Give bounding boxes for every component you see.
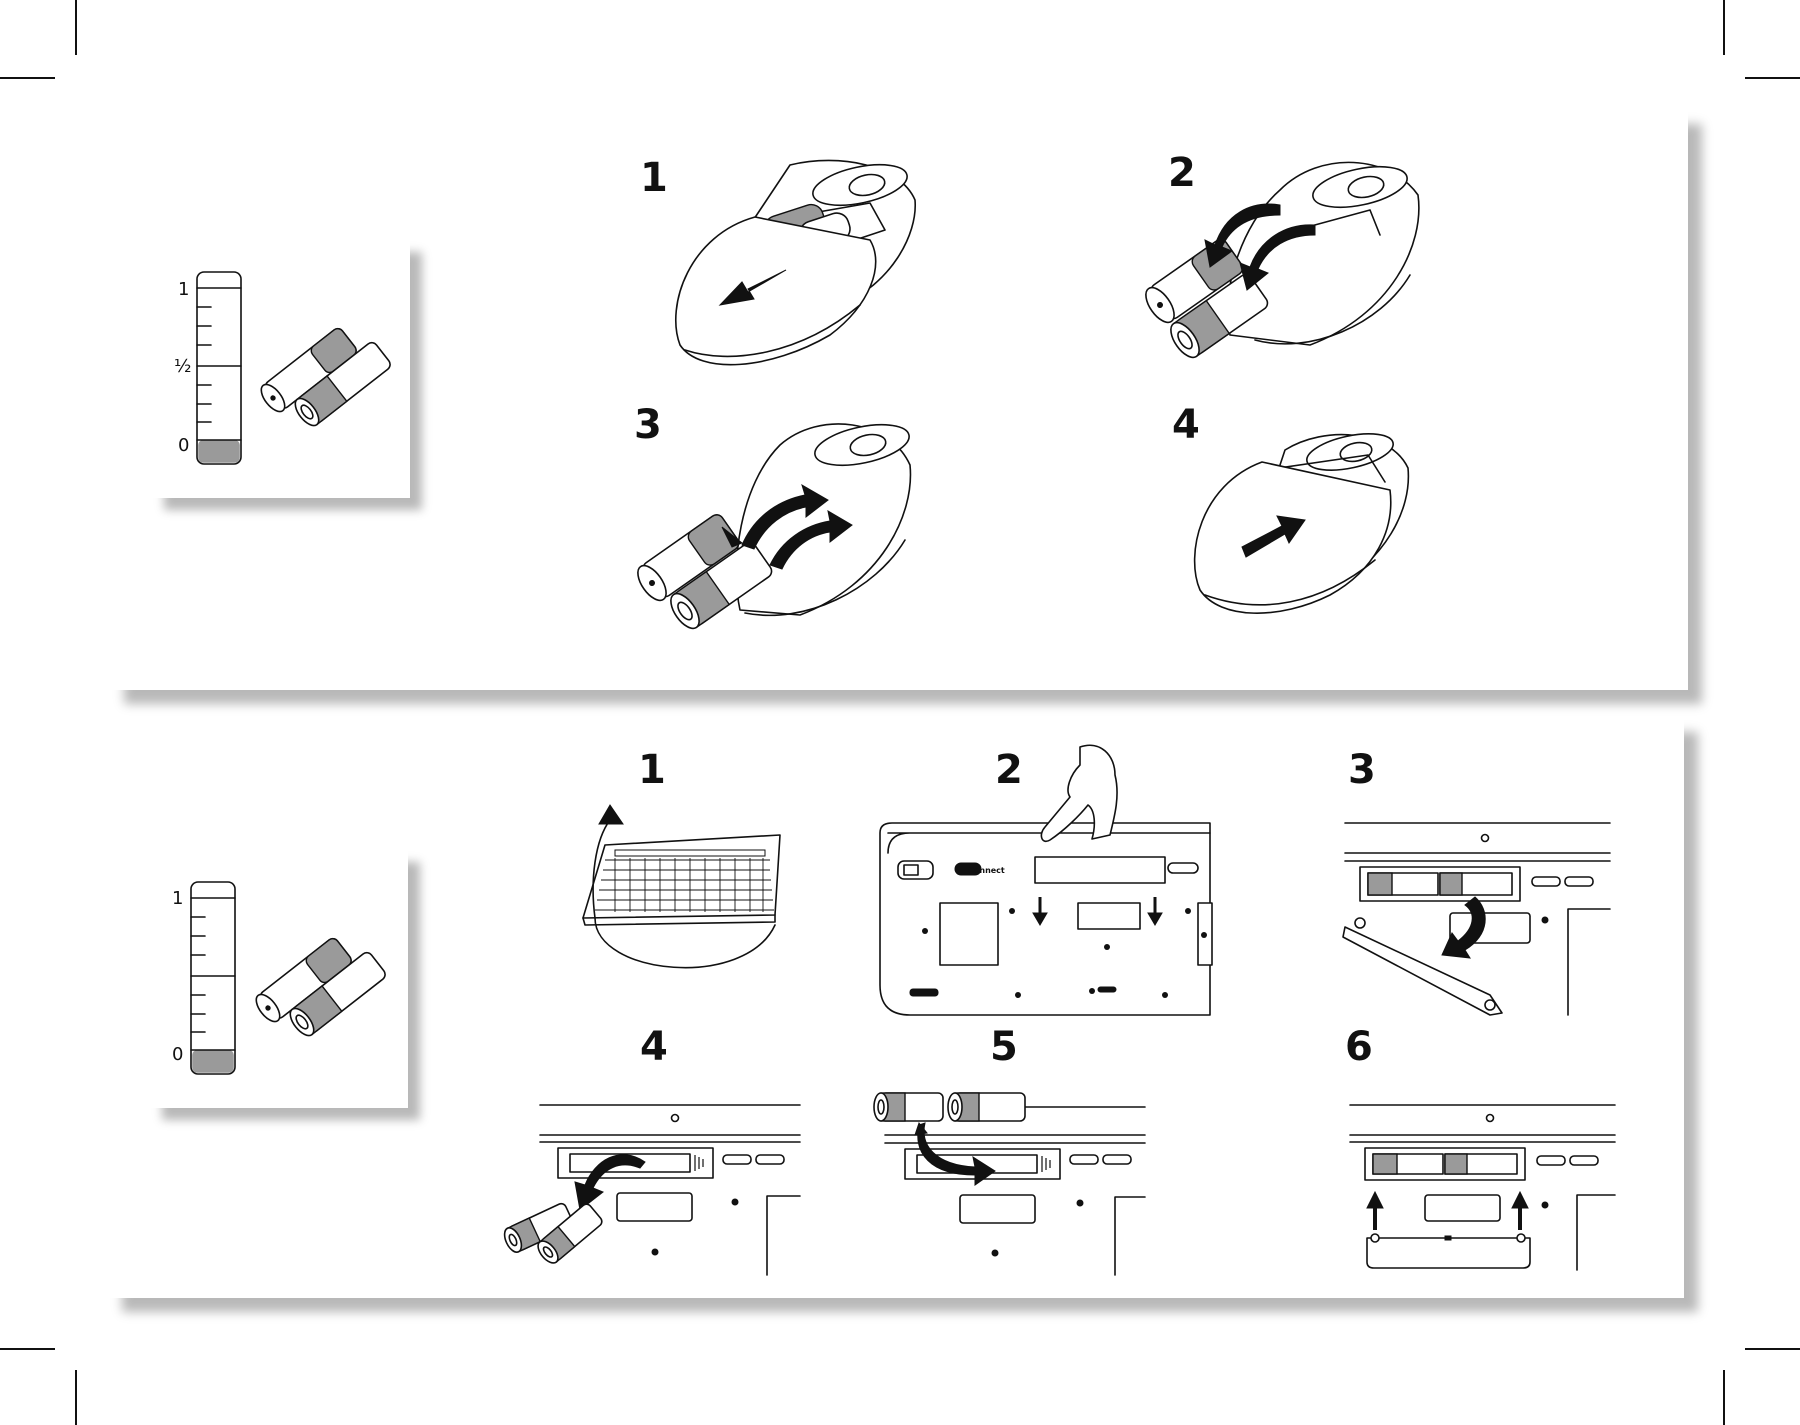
gauge-label-mid: ½: [174, 358, 191, 376]
keyboard-logo-text: Connect: [968, 866, 1005, 875]
keyboard-illustration: [495, 1100, 805, 1285]
crop-mark: [1723, 0, 1725, 55]
gauge-label-top: 1: [178, 281, 189, 299]
battery-gauge-icon: [189, 880, 237, 1076]
crop-mark: [0, 1348, 55, 1350]
keyboard-illustration: [575, 800, 790, 975]
step-number: 4: [640, 1027, 668, 1067]
step-number: 3: [1348, 750, 1376, 790]
battery-icon: [255, 320, 400, 430]
crop-mark: [1745, 77, 1800, 79]
keyboard-illustration: [1345, 1100, 1625, 1275]
step-number: 6: [1345, 1027, 1373, 1067]
crop-mark: [75, 0, 77, 55]
mouse-illustration: [630, 415, 915, 625]
keyboard-illustration: [1340, 815, 1620, 1030]
crop-mark: [0, 77, 55, 79]
battery-gauge-icon: [195, 270, 243, 466]
step-number: 1: [638, 750, 666, 790]
step-number: 5: [990, 1027, 1018, 1067]
crop-mark: [1745, 1348, 1800, 1350]
crop-mark: [1723, 1370, 1725, 1425]
keyboard-illustration: [865, 1085, 1150, 1280]
keyboard-illustration: Connect: [870, 735, 1210, 1015]
mouse-illustration: [1190, 430, 1415, 620]
mouse-illustration: [1140, 155, 1425, 360]
gauge-label-bottom: 0: [172, 1046, 183, 1064]
battery-icon: [250, 930, 395, 1040]
step-number: 1: [640, 158, 668, 198]
crop-mark: [75, 1370, 77, 1425]
gauge-label-bottom: 0: [178, 437, 189, 455]
gauge-label-top: 1: [172, 890, 183, 908]
mouse-illustration: [670, 155, 925, 375]
